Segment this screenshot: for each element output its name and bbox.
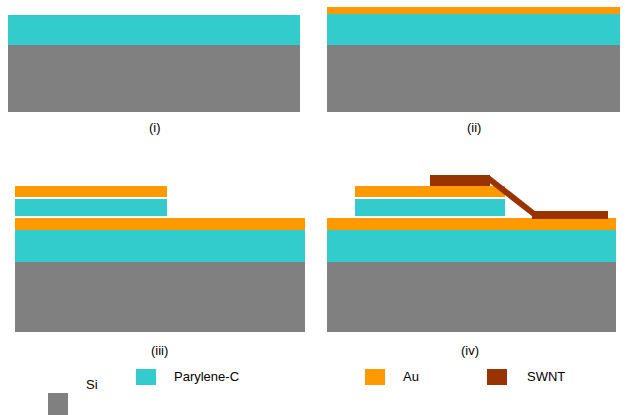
parylene-layer [15,199,167,216]
legend-swatch [487,369,507,385]
silicon-substrate [15,262,305,332]
silicon-substrate [327,45,620,112]
gold-layer [327,218,616,230]
swnt-segment [532,211,608,219]
legend-text: Parylene-C [174,369,239,385]
parylene-layer [327,230,616,262]
legend-swatch [136,369,156,385]
parylene-layer [8,15,300,45]
parylene-layer [327,14,620,45]
gold-layer [327,7,620,14]
legend-swatch [365,369,385,385]
step-label: (ii) [467,120,481,136]
legend-text: SWNT [527,369,565,385]
gold-layer [355,186,505,197]
gold-layer [15,218,305,230]
swnt-segment [430,175,490,186]
legend-swatch [48,393,68,415]
step-label: (i) [149,120,161,136]
legend-text: Si [86,377,98,393]
step-label: (iv) [461,343,479,359]
silicon-substrate [327,262,616,332]
legend-text: Au [403,369,419,385]
silicon-substrate [8,45,300,112]
swnt-segment [488,178,534,214]
parylene-layer [355,199,505,216]
step-label: (iii) [151,343,168,359]
parylene-layer [15,230,305,262]
gold-layer [15,186,167,197]
